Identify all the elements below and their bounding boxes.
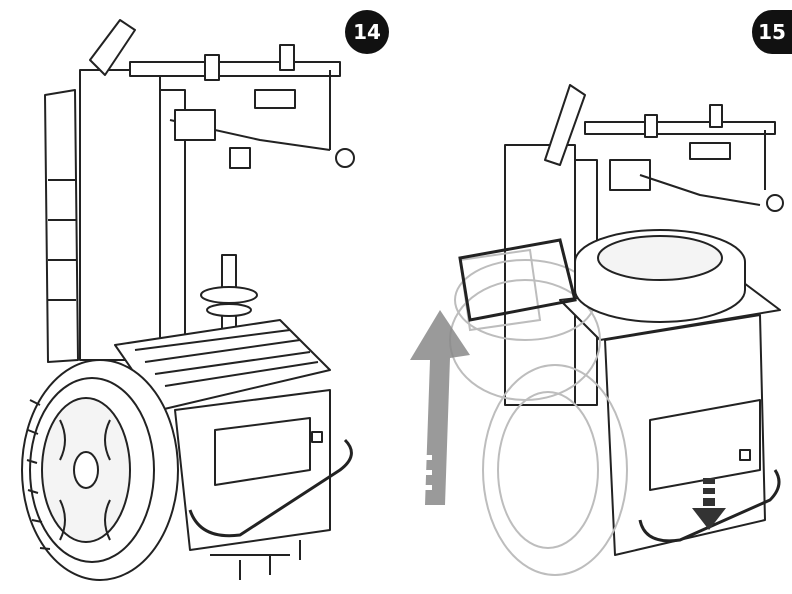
- wheel-on-floor: [21, 359, 179, 581]
- machine-column-2: [504, 144, 576, 406]
- lift-arm: [458, 238, 577, 322]
- bead-breaker-tower: [44, 89, 79, 363]
- mount-arm: [89, 19, 136, 76]
- machine-column: [79, 69, 161, 361]
- lift-arrow-icon: [408, 310, 470, 505]
- wheel-on-turntable: [574, 229, 746, 323]
- ghost-wheel: [449, 248, 628, 576]
- step-14-illustration: [21, 19, 355, 581]
- down-arrow-icon: [692, 478, 726, 530]
- step-number-badge: 15: [752, 10, 792, 54]
- step-number-badge: 14: [345, 10, 389, 54]
